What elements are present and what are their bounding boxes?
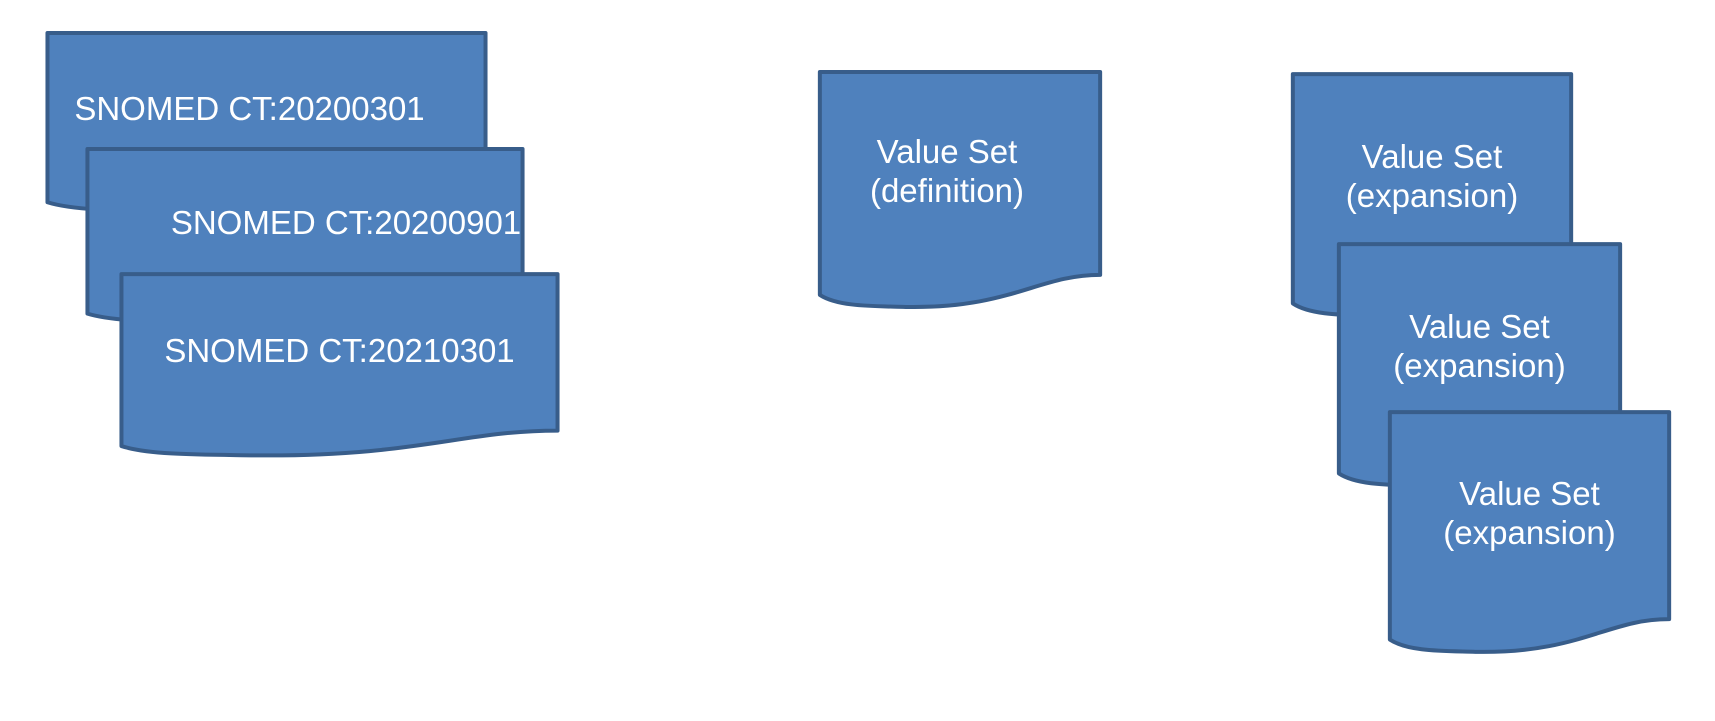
document-shape bbox=[817, 68, 1103, 313]
document-shape bbox=[1387, 408, 1672, 658]
document-shape bbox=[117, 271, 562, 460]
doc-snomed-ct-20210301: SNOMED CT:20210301 bbox=[117, 271, 562, 460]
doc-value-set-expansion-3: Value Set (expansion) bbox=[1387, 408, 1672, 658]
doc-value-set-definition: Value Set (definition) bbox=[817, 68, 1103, 313]
